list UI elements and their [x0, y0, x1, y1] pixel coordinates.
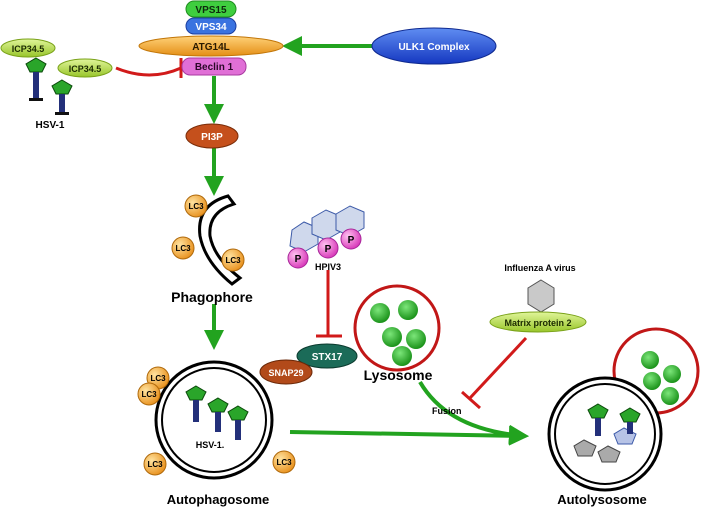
beclin1-protein	[181, 57, 247, 76]
matrix-protein2-label: Matrix protein 2	[504, 318, 571, 328]
hpiv3-capsid-3	[335, 205, 365, 237]
autolysosome-group: Autolysosome	[547, 327, 700, 507]
pi3k-complex: VPS15 VPS34 ATG14L Beclin 1	[138, 0, 284, 76]
autolysosome-granule-3	[643, 372, 661, 390]
phospho-1-label: P	[295, 254, 302, 265]
lc3-auto-2	[137, 382, 161, 406]
fusion-label: Fusion	[432, 406, 462, 416]
autolysosome-granule-4	[661, 387, 679, 405]
lysosome-group: Lysosome	[353, 284, 441, 383]
lc3-auto-3-label: LC3	[147, 460, 163, 469]
phospho-3-label: P	[348, 235, 355, 246]
snap29-label: SNAP29	[268, 368, 303, 378]
autolysosome-inner-membrane	[554, 383, 656, 485]
lc3-phagophore-3-label: LC3	[225, 256, 241, 265]
matrix-protein2-bubble	[489, 311, 587, 333]
lc3-phagophore-1-label: LC3	[188, 202, 204, 211]
hsv1-auto-virion-2	[207, 397, 229, 432]
lc3-phagophore-3	[221, 248, 245, 272]
stx17-protein	[296, 343, 358, 369]
hsv1-auto-label: HSV-1.	[196, 440, 225, 450]
lc3-phagophore-1	[184, 194, 208, 218]
snare-group: STX17 SNAP29	[259, 343, 358, 385]
hpiv3-group: P P P HPIV3	[287, 205, 365, 272]
autophagosome-group: HSV-1. LC3 LC3 LC3 LC3 Autophagosome	[137, 360, 296, 507]
lc3-auto-4	[272, 450, 296, 474]
autophagosome-inner-membrane	[161, 367, 267, 473]
icp34-left-bubble	[0, 38, 56, 58]
lysosome-granule-4	[406, 329, 426, 349]
hsv1-virion-1	[25, 57, 47, 101]
lc3-auto-3	[143, 452, 167, 476]
hpiv3-label: HPIV3	[315, 262, 341, 272]
hsv1-in-autolysosome	[587, 403, 641, 436]
phospho-2	[317, 237, 339, 259]
phospho-3	[340, 228, 362, 250]
pi3p-shape	[185, 123, 239, 149]
degraded-virion-2	[597, 445, 621, 463]
influenza-label: Influenza A virus	[504, 263, 575, 273]
lysosome-fusion-arrow	[418, 380, 529, 445]
hsv1-auto-virion-1	[185, 385, 207, 422]
influenza-capsid	[527, 279, 555, 313]
stx17-label: STX17	[312, 352, 343, 363]
atg14l-label: ATG14L	[192, 42, 230, 53]
phagophore-group: LC3 LC3 LC3 Phagophore	[171, 194, 253, 305]
beclin1-label: Beclin 1	[195, 62, 234, 73]
ulk1-label: ULK1 Complex	[398, 42, 470, 53]
phagophore-membrane	[198, 194, 243, 286]
phospho-2-label: P	[325, 244, 332, 255]
icp34-right-label: ICP34.5	[69, 64, 102, 74]
influenza-group: Influenza A virus Matrix protein 2	[489, 263, 587, 333]
lc3-auto-4-label: LC3	[276, 458, 292, 467]
icp34-right-bubble	[57, 58, 113, 78]
matrix-protein-inhibits-fusion-bar	[461, 390, 481, 410]
autolysosome-granule-1	[641, 351, 659, 369]
lc3-phagophore-2	[171, 236, 195, 260]
pi3p-label: PI3P	[201, 132, 223, 143]
autolysosome-label: Autolysosome	[557, 492, 647, 507]
hsv1-virion-2	[51, 79, 73, 115]
autophagosome-to-autolysosome-arrow	[289, 425, 529, 446]
atg14l-protein	[138, 35, 284, 57]
phospho-1	[287, 247, 309, 269]
ulk1-complex: ULK1 Complex	[371, 27, 497, 65]
lc3-phagophore-2-label: LC3	[175, 244, 191, 253]
lc3-auto-2-label: LC3	[141, 390, 157, 399]
phagophore-label: Phagophore	[171, 289, 253, 305]
icp34-left-label: ICP34.5	[12, 44, 45, 54]
vps15-label: VPS15	[195, 5, 227, 16]
autolysosome-granule-2	[663, 365, 681, 383]
lysosome-granule-3	[382, 327, 402, 347]
lysosome-granule-1	[370, 303, 390, 323]
vps34-label: VPS34	[195, 22, 227, 33]
lysosome-granule-2	[398, 300, 418, 320]
lc3-auto-1-label: LC3	[150, 374, 166, 383]
icp-inhibits-beclin-line	[115, 66, 182, 77]
snap29-protein	[259, 359, 313, 385]
hsv1-auto-virion-3	[227, 405, 249, 440]
lysosome-label: Lysosome	[364, 367, 433, 383]
lysosome-granule-5	[392, 346, 412, 366]
hpiv3-capsid-1	[289, 221, 319, 253]
hsv1-icp34-group: ICP34.5 ICP34.5 HSV-1	[0, 38, 113, 131]
degraded-virion-1	[573, 439, 597, 457]
pathway-connectors	[115, 36, 529, 446]
hsv1-top-label: HSV-1	[36, 120, 65, 131]
matrix-protein-inhibits-fusion-line	[468, 336, 528, 400]
ulk1-complex-shape	[371, 27, 497, 65]
pi3p-group: PI3P	[185, 123, 239, 149]
autophagosome-label: Autophagosome	[167, 492, 270, 507]
vps34-protein	[185, 17, 237, 35]
vps15-protein	[185, 0, 237, 18]
